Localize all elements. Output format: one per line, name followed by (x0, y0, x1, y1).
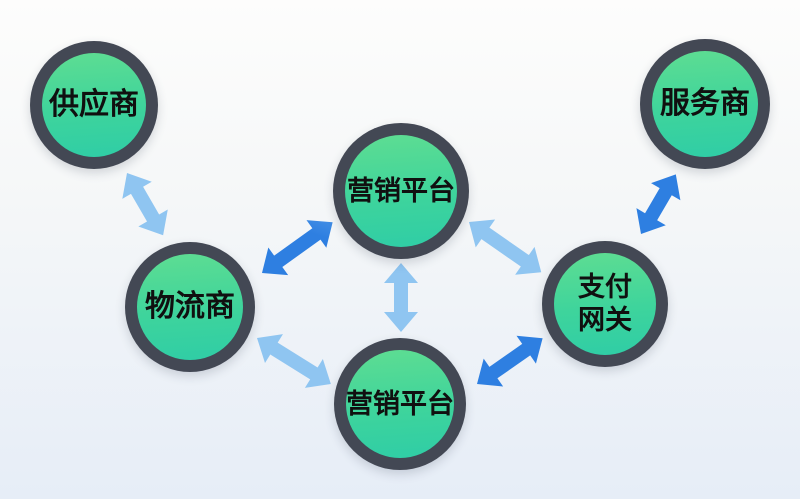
node-service-provider-circle: 服务商 (652, 51, 758, 157)
node-logistics-provider-label: 物流商 (145, 289, 235, 323)
arrow-logistics-marketing-bottom (257, 334, 331, 388)
node-logistics-provider-circle: 物流商 (137, 254, 243, 360)
node-supplier: 供应商 (30, 41, 158, 169)
node-marketing-platform-top-label: 营销平台 (347, 175, 455, 206)
node-supplier-label: 供应商 (49, 87, 139, 121)
node-logistics-provider: 物流商 (125, 242, 255, 372)
node-marketing-platform-bottom-label: 营销平台 (346, 388, 454, 419)
node-service-provider-label: 服务商 (660, 86, 750, 120)
node-marketing-platform-top-circle: 营销平台 (345, 135, 457, 247)
node-payment-gateway-label: 支付 网关 (578, 272, 632, 335)
node-marketing-platform-bottom: 营销平台 (334, 338, 466, 470)
arrow-logistics-marketing-top (262, 220, 333, 276)
node-payment-gateway-circle: 支付 网关 (554, 253, 656, 355)
arrow-marketing-bottom-payment (477, 335, 543, 387)
node-payment-gateway: 支付 网关 (542, 241, 668, 367)
arrow-marketing-top-marketing-bottom (384, 263, 418, 332)
node-service-provider: 服务商 (640, 39, 770, 169)
node-marketing-platform-bottom-circle: 营销平台 (346, 350, 454, 458)
node-supplier-circle: 供应商 (42, 53, 146, 157)
arrow-supplier-logistics (122, 173, 168, 236)
arrow-marketing-top-payment (469, 219, 542, 275)
arrow-payment-service (636, 174, 681, 234)
node-marketing-platform-top: 营销平台 (333, 123, 469, 259)
